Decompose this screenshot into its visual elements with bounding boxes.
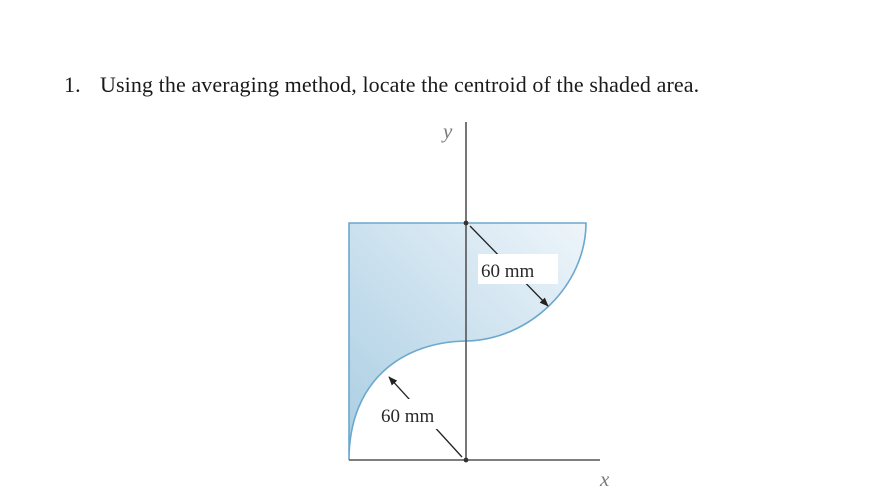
upper-radius-label-bg (478, 254, 558, 284)
problem-statement: 1. Using the averaging method, locate the… (64, 72, 699, 98)
lower-center-dot (463, 457, 469, 463)
problem-text: Using the averaging method, locate the c… (100, 72, 700, 97)
lower-radius-label-bg (379, 399, 459, 429)
upper-center-dot (463, 220, 469, 226)
problem-number: 1. (64, 72, 81, 97)
lower-radius-label: 60 mm (381, 406, 435, 427)
upper-radius-label: 60 mm (481, 261, 535, 282)
x-axis-label: x (599, 467, 610, 491)
y-axis-label: y (441, 119, 453, 143)
